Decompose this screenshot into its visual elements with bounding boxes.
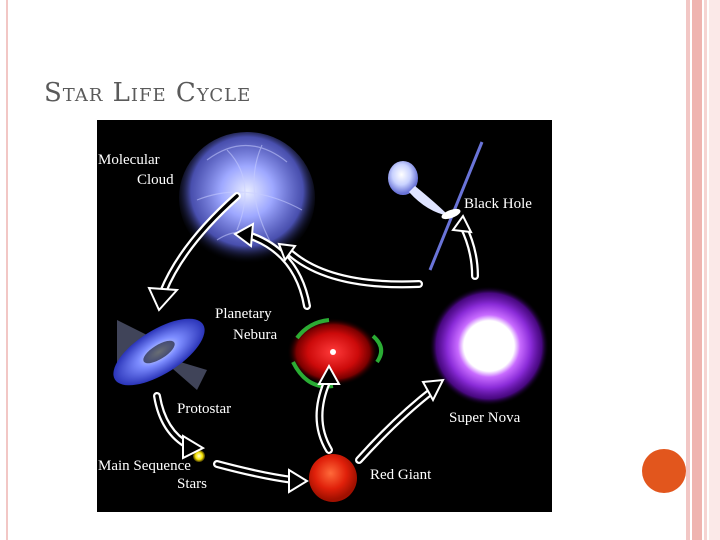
protostar-image [113, 318, 207, 390]
rail-stripe [686, 0, 690, 540]
label-cloud: Cloud [137, 172, 174, 188]
label-red-giant: Red Giant [370, 467, 432, 483]
star-life-cycle-diagram: Molecular Cloud Black Hole Planetary Neb… [97, 120, 552, 512]
black-hole-image [388, 141, 484, 271]
orange-circle-decoration [642, 449, 686, 493]
super-nova-image [429, 286, 549, 406]
label-main-sequence: Main Sequence [98, 458, 191, 474]
diagram-graphics [113, 132, 549, 502]
decorative-side-rail [686, 0, 720, 540]
label-planetary: Planetary [215, 306, 272, 322]
label-stars: Stars [177, 476, 207, 492]
main-sequence-star-image [193, 450, 205, 462]
label-molecular: Molecular [98, 152, 160, 168]
label-nebura: Nebura [233, 327, 278, 343]
red-giant-image [309, 454, 357, 502]
label-protostar: Protostar [177, 401, 232, 417]
label-super-nova: Super Nova [449, 410, 521, 426]
rail-stripe [692, 0, 702, 540]
label-black-hole: Black Hole [464, 196, 532, 212]
rail-stripe [709, 0, 720, 540]
slide-title: Star Life Cycle [44, 78, 252, 108]
left-border-line [6, 0, 8, 540]
arrow-heads [147, 214, 473, 494]
rail-stripe [704, 0, 707, 540]
